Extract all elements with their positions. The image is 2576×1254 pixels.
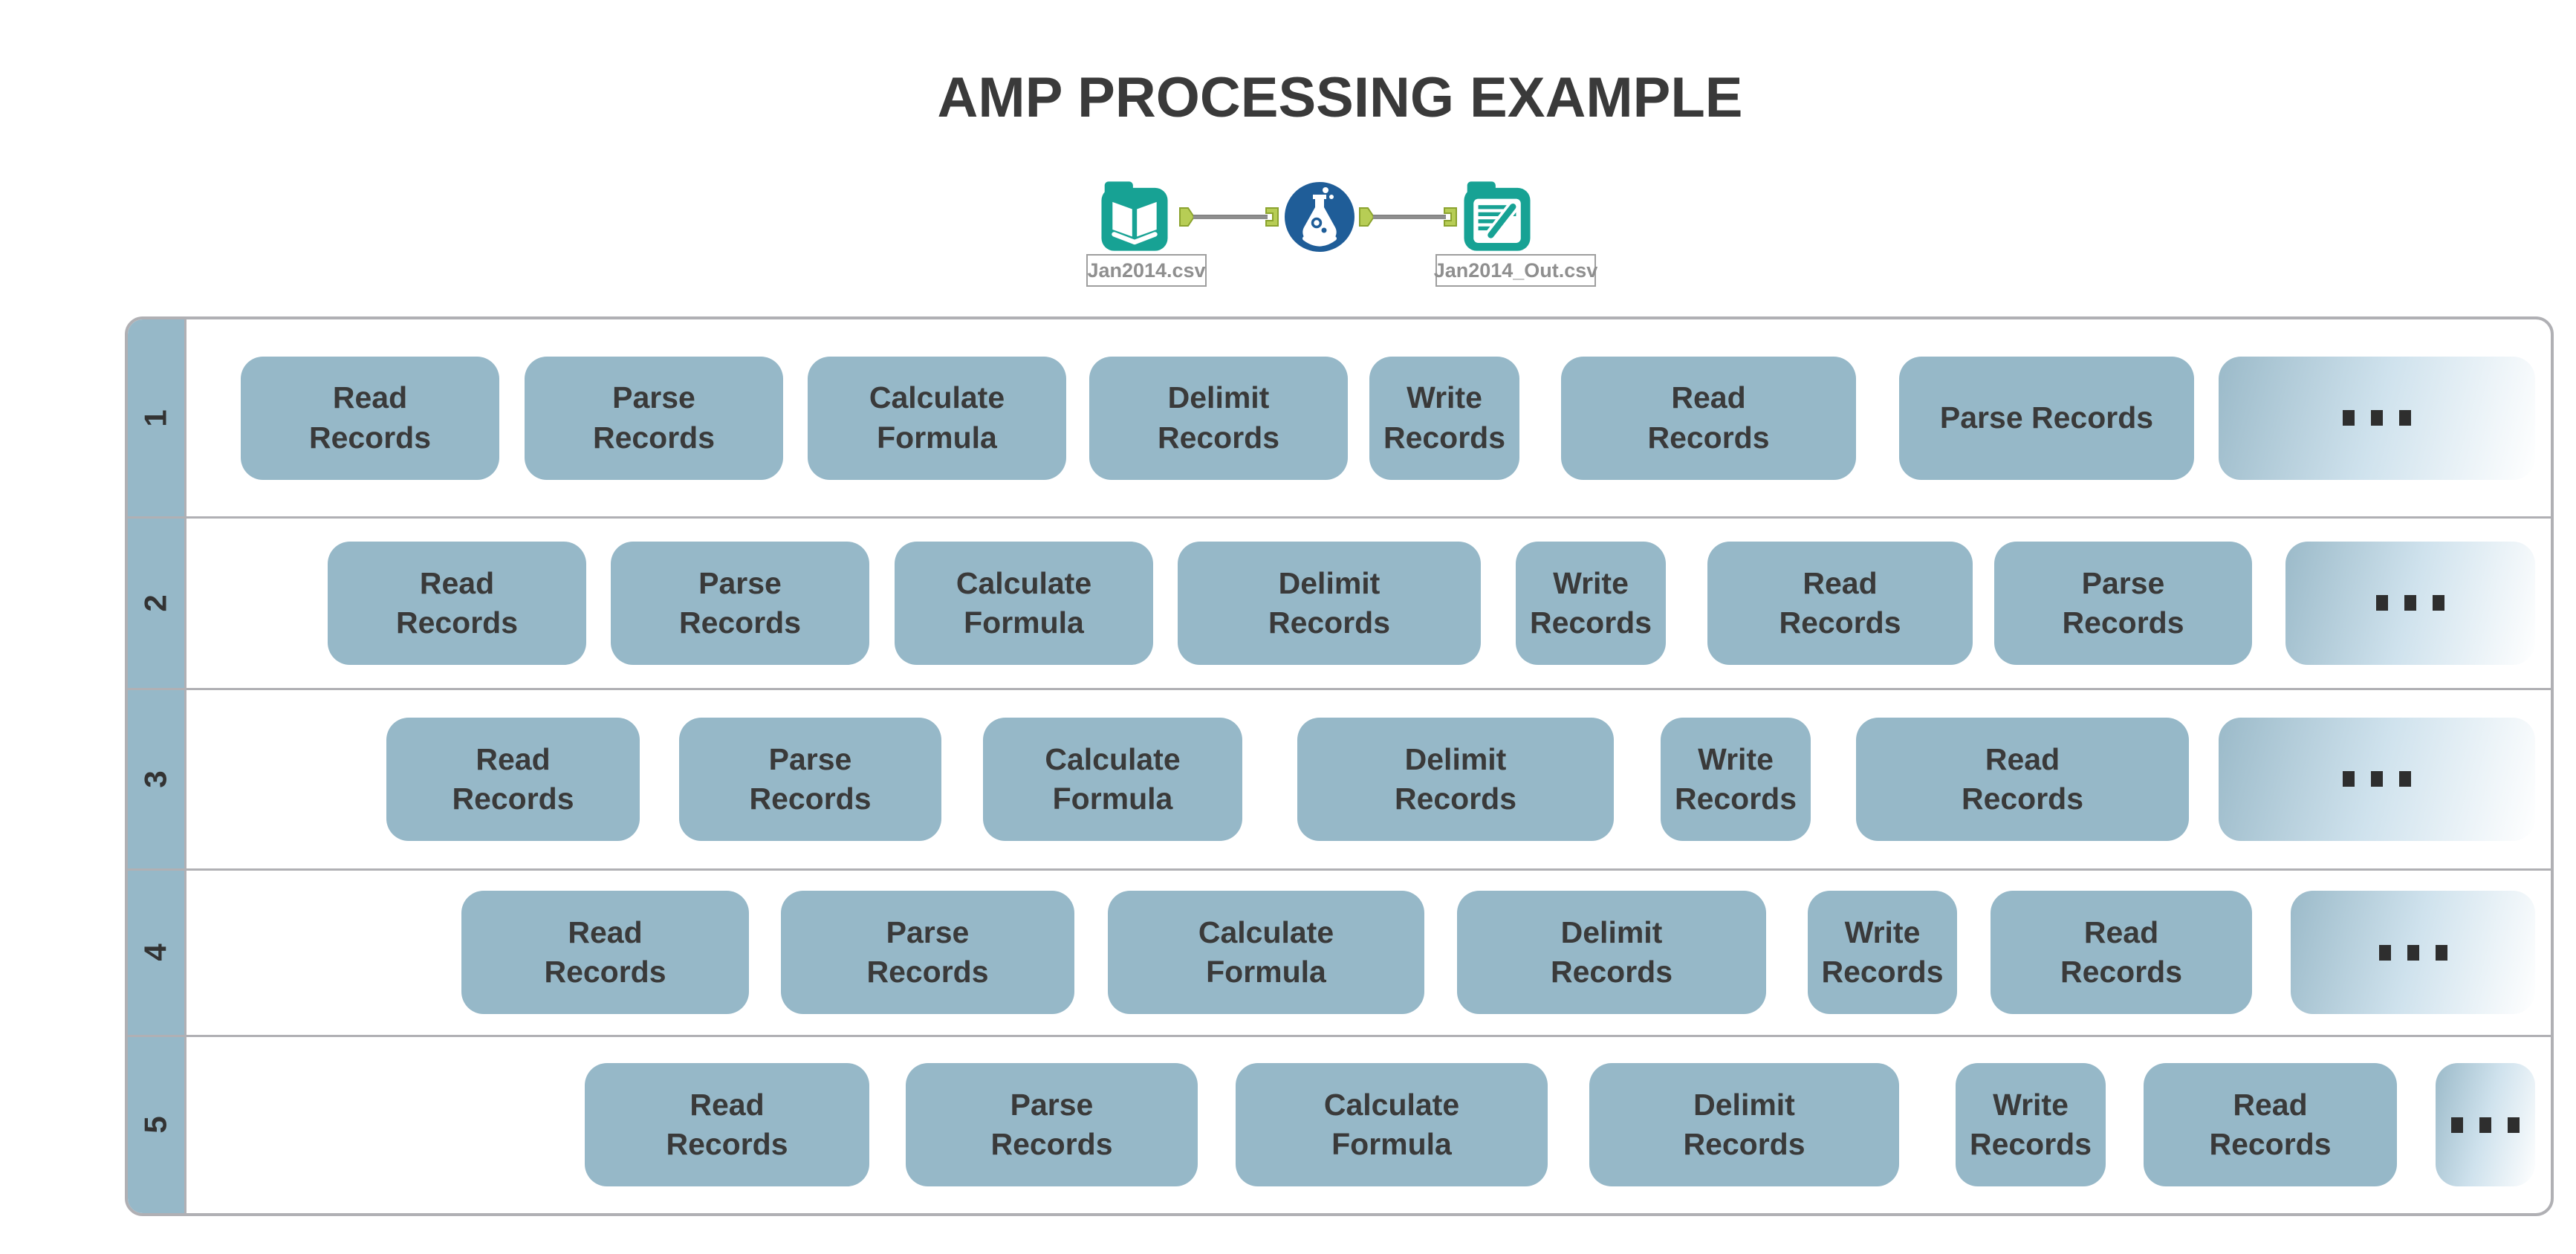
process-step-box: Read Records xyxy=(1707,541,1973,665)
process-step-box: Write Records xyxy=(1369,356,1519,480)
lane-number-label: 2 xyxy=(128,519,186,688)
process-step-box: Read Records xyxy=(1991,891,2252,1015)
process-step-box: Read Records xyxy=(585,1063,869,1187)
process-step-box: Write Records xyxy=(1808,891,1957,1015)
process-step-box: Parse Records xyxy=(679,717,941,841)
ellipsis-dot xyxy=(2371,771,2383,787)
process-step-box: Calculate Formula xyxy=(808,356,1066,480)
output-data-document-icon xyxy=(1458,177,1537,256)
ellipsis-dot xyxy=(2451,1117,2463,1133)
process-step-box: Parse Records xyxy=(1899,356,2194,480)
input-anchor-icon xyxy=(1441,205,1459,229)
process-step-box: Read Records xyxy=(328,541,586,665)
ellipsis-dot xyxy=(2404,595,2416,611)
output-anchor-icon xyxy=(1178,205,1196,229)
process-step-box: Read Records xyxy=(386,717,640,841)
connector-line xyxy=(1373,215,1446,219)
swimlane-row: 5 Read Records Parse Records Calculate Form… xyxy=(128,1036,2551,1213)
input-anchor-icon xyxy=(1263,205,1281,229)
ellipsis-dot xyxy=(2376,595,2388,611)
process-step-box: Read Records xyxy=(1561,356,1856,480)
process-step-box: Parse Records xyxy=(525,356,783,480)
more-steps-ellipsis-box xyxy=(2436,1063,2535,1187)
lane-content: Read Records Parse Records Calculate Formu… xyxy=(186,1037,2551,1213)
lane-content: Read Records Parse Records Calculate Formu… xyxy=(186,871,2551,1035)
process-step-box: Read Records xyxy=(1856,717,2189,841)
input-file-label: Jan2014.csv xyxy=(1086,254,1207,287)
process-step-box: Read Records xyxy=(2144,1063,2397,1187)
ellipsis-dot xyxy=(2343,771,2355,787)
ellipsis-dot xyxy=(2399,410,2411,426)
more-steps-ellipsis-box xyxy=(2219,717,2535,841)
lane-number-label: 4 xyxy=(128,871,186,1035)
process-step-box: Delimit Records xyxy=(1589,1063,1899,1187)
process-step-box: Parse Records xyxy=(906,1063,1198,1187)
output-file-label: Jan2014_Out.csv xyxy=(1434,254,1597,287)
process-step-box: Parse Records xyxy=(1994,541,2252,665)
input-data-book-icon xyxy=(1095,177,1174,256)
process-step-box: Delimit Records xyxy=(1297,717,1614,841)
page-title: AMP PROCESSING EXAMPLE xyxy=(937,66,1743,129)
ellipsis-dot xyxy=(2399,771,2411,787)
more-steps-ellipsis-box xyxy=(2291,891,2535,1015)
process-step-box: Delimit Records xyxy=(1178,541,1481,665)
ellipsis-dot xyxy=(2433,595,2444,611)
process-step-box: Calculate Formula xyxy=(895,541,1153,665)
formula-flask-icon xyxy=(1282,180,1357,254)
ellipsis-dot xyxy=(2407,944,2419,961)
ellipsis-dot xyxy=(2435,944,2447,961)
process-step-box: Parse Records xyxy=(611,541,869,665)
process-step-box: Delimit Records xyxy=(1457,891,1766,1015)
more-steps-ellipsis-box xyxy=(2285,541,2535,665)
ellipsis-dot xyxy=(2343,410,2355,426)
process-step-box: Write Records xyxy=(1956,1063,2106,1187)
ellipsis-dot xyxy=(2479,1117,2491,1133)
process-step-box: Read Records xyxy=(461,891,749,1015)
swimlane-row: 4 Read Records Parse Records Calculate Form… xyxy=(128,871,2551,1037)
process-step-box: Calculate Formula xyxy=(1108,891,1424,1015)
process-step-box: Calculate Formula xyxy=(983,717,1242,841)
ellipsis-dot xyxy=(2371,410,2383,426)
process-step-box: Write Records xyxy=(1661,717,1811,841)
swimlane-row: 3 Read Records Parse Records Calculate Form… xyxy=(128,689,2551,871)
process-step-box: Read Records xyxy=(241,356,499,480)
lane-number-label: 1 xyxy=(128,319,186,517)
process-step-box: Write Records xyxy=(1516,541,1666,665)
process-step-box: Delimit Records xyxy=(1089,356,1348,480)
output-anchor-icon xyxy=(1358,205,1376,229)
lane-number-label: 5 xyxy=(128,1036,186,1213)
ellipsis-dot xyxy=(2378,944,2391,961)
more-steps-ellipsis-box xyxy=(2219,356,2535,480)
process-step-box: Parse Records xyxy=(781,891,1074,1015)
lane-content: Read Records Parse Records Calculate Formu… xyxy=(186,690,2551,868)
lane-number-label: 3 xyxy=(128,689,186,869)
connector-line xyxy=(1193,215,1268,219)
ellipsis-dot xyxy=(2508,1117,2520,1133)
process-step-box: Calculate Formula xyxy=(1236,1063,1548,1187)
